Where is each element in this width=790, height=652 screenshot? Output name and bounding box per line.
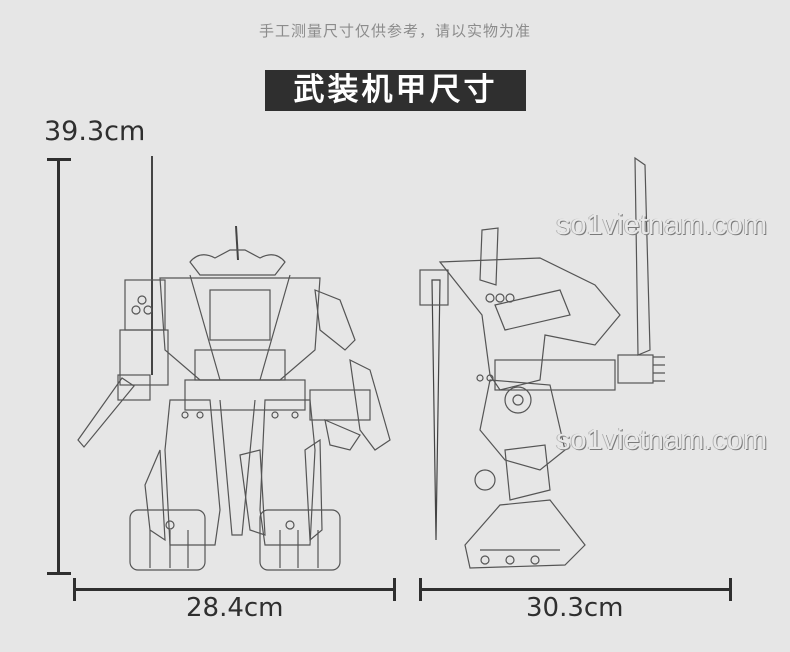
watermark-text: so1vietnam.com	[556, 424, 768, 456]
page-title: 武装机甲尺寸	[265, 70, 526, 111]
side-width-label: 30.3cm	[526, 593, 624, 623]
robot-side-view-illustration	[419, 156, 665, 569]
watermark-text: so1vietnam.com	[556, 209, 768, 241]
height-label: 39.3cm	[44, 116, 146, 147]
robot-front-view-illustration	[77, 156, 391, 571]
front-width-label: 28.4cm	[186, 593, 284, 623]
measurement-disclaimer: 手工测量尺寸仅供参考，请以实物为准	[258, 22, 531, 40]
